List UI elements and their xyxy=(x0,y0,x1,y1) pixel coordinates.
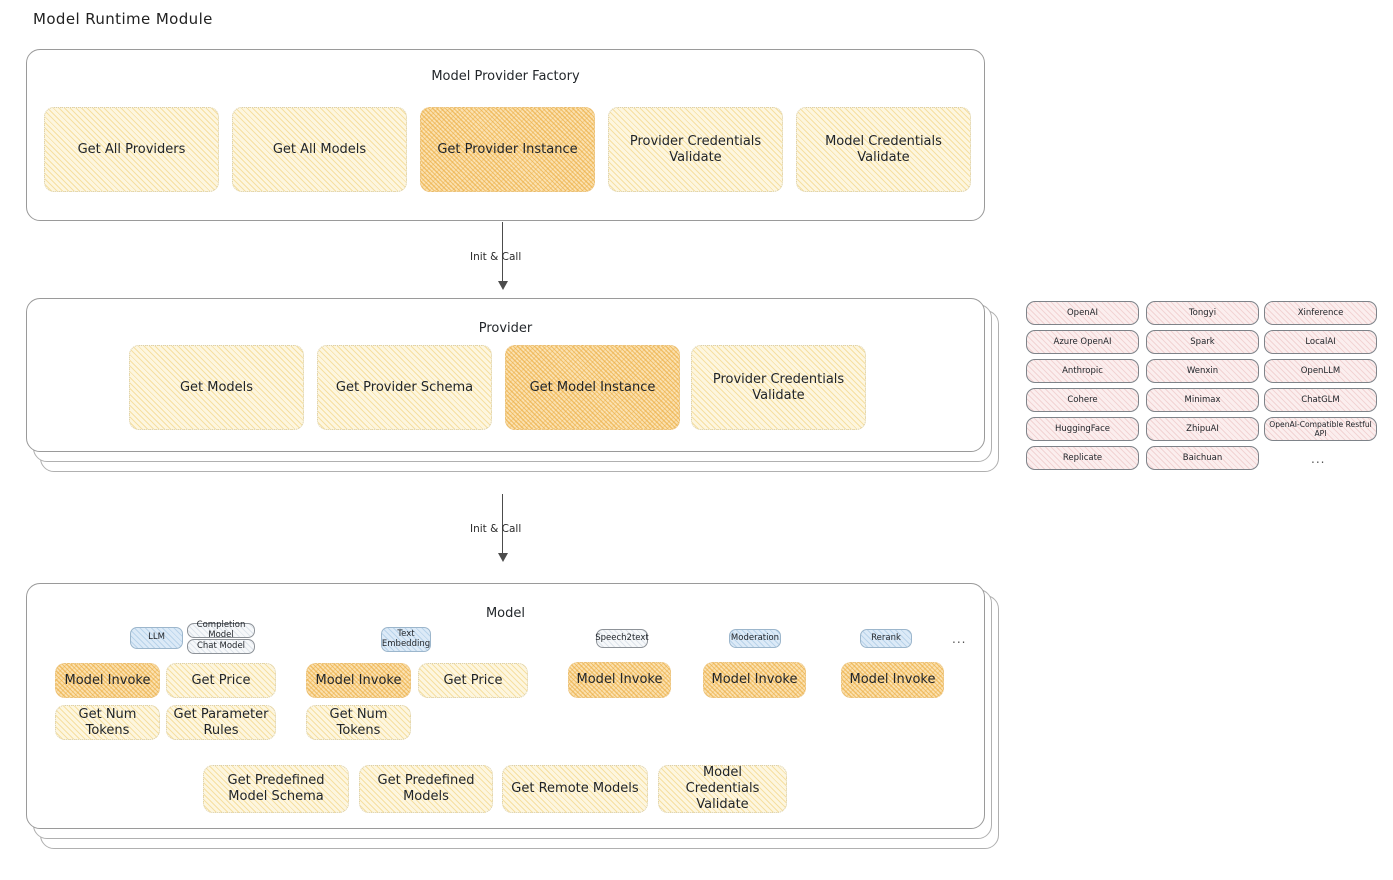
provider-pill-anthropic[interactable]: Anthropic xyxy=(1026,359,1139,383)
provider-pill-azure-openai[interactable]: Azure OpenAI xyxy=(1026,330,1139,354)
model-llm-node-get-num-tokens[interactable]: Get Num Tokens xyxy=(55,705,160,740)
factory-node-get-provider-instance[interactable]: Get Provider Instance xyxy=(420,107,595,192)
page-title: Model Runtime Module xyxy=(33,10,213,28)
provider-pill-baichuan[interactable]: Baichuan xyxy=(1146,446,1259,470)
provider-pill-chatglm[interactable]: ChatGLM xyxy=(1264,388,1377,412)
provider-pill-zhipuai[interactable]: ZhipuAI xyxy=(1146,417,1259,441)
provider-pill-replicate[interactable]: Replicate xyxy=(1026,446,1139,470)
model-provider-factory-title: Model Provider Factory xyxy=(431,69,580,84)
model-tag-text-embedding[interactable]: Text Embedding xyxy=(381,627,431,652)
arrow-factory-to-provider-line xyxy=(502,222,504,284)
provider-node-provider-credentials-validate[interactable]: Provider Credentials Validate xyxy=(691,345,866,430)
provider-pill-openllm[interactable]: OpenLLM xyxy=(1264,359,1377,383)
factory-node-model-credentials-validate[interactable]: Model Credentials Validate xyxy=(796,107,971,192)
model-tag-rerank[interactable]: Rerank xyxy=(860,629,912,648)
model-rerank-node-model-invoke[interactable]: Model Invoke xyxy=(841,662,944,698)
factory-node-get-all-models[interactable]: Get All Models xyxy=(232,107,407,192)
model-tag-speech2text[interactable]: Speech2text xyxy=(595,629,649,648)
model-tag-moderation[interactable]: Moderation xyxy=(729,629,781,648)
provider-pill-tongyi[interactable]: Tongyi xyxy=(1146,301,1259,325)
arrow-provider-to-model-head xyxy=(498,553,508,562)
model-moderation-node-model-invoke[interactable]: Model Invoke xyxy=(703,662,806,698)
provider-node-get-models[interactable]: Get Models xyxy=(129,345,304,430)
model-textembedding-node-model-invoke[interactable]: Model Invoke xyxy=(306,663,411,698)
provider-pill-openai-compatible-restful-api[interactable]: OpenAI-Compatible Restful API xyxy=(1264,417,1377,441)
model-title: Model xyxy=(485,606,526,621)
arrow-provider-to-model-line xyxy=(502,494,504,556)
factory-node-provider-credentials-validate[interactable]: Provider Credentials Validate xyxy=(608,107,783,192)
provider-pill-spark[interactable]: Spark xyxy=(1146,330,1259,354)
model-common-node-get-remote-models[interactable]: Get Remote Models xyxy=(502,765,648,813)
provider-pill-huggingface[interactable]: HuggingFace xyxy=(1026,417,1139,441)
arrow-factory-to-provider-head xyxy=(498,281,508,290)
provider-node-get-model-instance[interactable]: Get Model Instance xyxy=(505,345,680,430)
provider-list-more: ... xyxy=(1311,452,1326,466)
arrow-factory-to-provider-label: Init & Call xyxy=(470,251,522,263)
arrow-provider-to-model-label: Init & Call xyxy=(470,523,522,535)
factory-node-get-all-providers[interactable]: Get All Providers xyxy=(44,107,219,192)
model-textembedding-node-get-num-tokens[interactable]: Get Num Tokens xyxy=(306,705,411,740)
provider-pill-localai[interactable]: LocalAI xyxy=(1264,330,1377,354)
model-llm-node-get-price[interactable]: Get Price xyxy=(166,663,276,698)
provider-pill-xinference[interactable]: Xinference xyxy=(1264,301,1377,325)
model-common-node-model-credentials-validate[interactable]: Model Credentials Validate xyxy=(658,765,787,813)
model-tag-llm[interactable]: LLM xyxy=(130,627,183,649)
model-llm-node-model-invoke[interactable]: Model Invoke xyxy=(55,663,160,698)
provider-title: Provider xyxy=(478,321,533,336)
model-common-node-get-predefined-models[interactable]: Get Predefined Models xyxy=(359,765,493,813)
model-common-node-get-predefined-model-schema[interactable]: Get Predefined Model Schema xyxy=(203,765,349,813)
model-subtag-chat-model[interactable]: Chat Model xyxy=(187,639,255,654)
provider-pill-wenxin[interactable]: Wenxin xyxy=(1146,359,1259,383)
provider-pill-cohere[interactable]: Cohere xyxy=(1026,388,1139,412)
model-llm-node-get-parameter-rules[interactable]: Get Parameter Rules xyxy=(166,705,276,740)
model-subtag-completion-model[interactable]: Completion Model xyxy=(187,620,255,639)
provider-node-get-provider-schema[interactable]: Get Provider Schema xyxy=(317,345,492,430)
model-speech2text-node-model-invoke[interactable]: Model Invoke xyxy=(568,662,671,698)
model-groups-more: ... xyxy=(952,632,967,646)
provider-pill-minimax[interactable]: Minimax xyxy=(1146,388,1259,412)
model-textembedding-node-get-price[interactable]: Get Price xyxy=(418,663,528,698)
provider-pill-openai[interactable]: OpenAI xyxy=(1026,301,1139,325)
